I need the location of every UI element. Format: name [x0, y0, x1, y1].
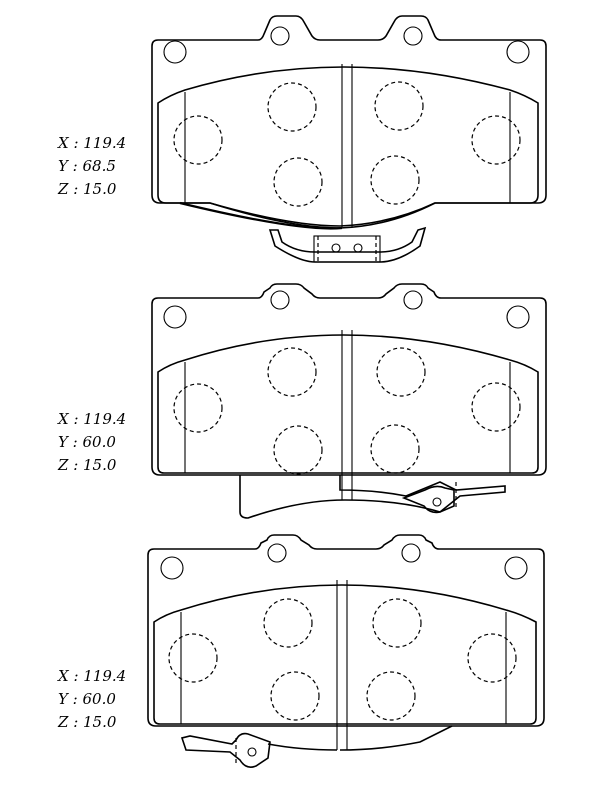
- pad-2-left-mount-hole: [163, 305, 187, 329]
- pad-1-clip-plate: [313, 235, 381, 263]
- pad-3-piston-mark: [467, 633, 517, 683]
- pad-1-piston-mark: [471, 115, 521, 165]
- pad-3-lower-plate: [339, 725, 453, 751]
- pad-1-piston-mark: [370, 155, 420, 205]
- pad-1-backing-plate: [151, 15, 547, 229]
- pad-2-y-dimension: Y : 60.0: [58, 433, 116, 451]
- pad-2-dimensions: X : 119.4 Y : 60.0 Z : 15.0: [58, 408, 126, 477]
- pad-2-right-mount-hole: [506, 305, 530, 329]
- pad-3-z-dimension: Z : 15.0: [58, 713, 117, 731]
- pad-1-clip-rivet: [331, 243, 341, 253]
- pad-1-z-dimension: Z : 15.0: [58, 180, 117, 198]
- pad-1-piston-mark: [267, 82, 317, 132]
- pad-1-left-tab-hole: [270, 26, 290, 46]
- pad-3-right-tab-hole: [401, 543, 421, 563]
- pad-1-wear-indicator-clip: [268, 226, 427, 263]
- pad-3-left-tab-hole: [267, 543, 287, 563]
- brake-pad-1: [151, 15, 547, 263]
- pad-1-piston-mark: [374, 81, 424, 131]
- pad-2-left-tab-hole: [270, 290, 290, 310]
- pad-3-dimensions: X : 119.4 Y : 60.0 Z : 15.0: [58, 665, 126, 734]
- pad-1-y-dimension: Y : 68.5: [58, 157, 116, 175]
- pad-2-wear-indicator: [401, 485, 455, 514]
- pad-2-piston-mark: [370, 424, 420, 474]
- pad-3-piston-mark: [366, 671, 416, 721]
- pad-3-y-dimension: Y : 60.0: [58, 690, 116, 708]
- pad-3-right-mount-hole: [504, 556, 528, 580]
- pad-1-x-dimension: X : 119.4: [58, 134, 127, 152]
- pad-3-x-dimension: X : 119.4: [58, 667, 127, 685]
- pad-3-friction-material: [153, 584, 537, 725]
- pad-3-lower-plate-left: [267, 743, 338, 751]
- pad-1-piston-mark: [273, 157, 323, 207]
- pad-1-bottom-edge: [179, 201, 343, 230]
- pad-3-indicator-rivet: [247, 747, 257, 757]
- pad-3-left-mount-hole: [160, 556, 184, 580]
- pad-3-piston-mark: [372, 598, 422, 648]
- pad-1-right-mount-hole: [506, 40, 530, 64]
- pad-3-piston-mark: [263, 598, 313, 648]
- pad-2-piston-mark: [376, 347, 426, 397]
- brake-pad-2: [151, 283, 547, 519]
- pad-3-piston-mark: [270, 671, 320, 721]
- pad-1-clip-rivet: [353, 243, 363, 253]
- pad-2-friction-material: [157, 334, 539, 474]
- pad-3-backing-plate: [147, 534, 545, 727]
- pad-2-x-dimension: X : 119.4: [58, 410, 127, 428]
- brake-pad-3: [147, 534, 545, 768]
- pad-2-piston-mark: [267, 347, 317, 397]
- pad-3-wear-indicator: [180, 732, 271, 768]
- pad-2-right-tab-hole: [403, 290, 423, 310]
- pad-2-z-dimension: Z : 15.0: [58, 456, 117, 474]
- pad-1-dimensions: X : 119.4 Y : 68.5 Z : 15.0: [58, 132, 126, 201]
- pad-2-piston-mark: [173, 383, 223, 433]
- pad-2-indicator-rivet: [432, 497, 442, 507]
- pad-2-piston-mark: [273, 425, 323, 475]
- pad-2-piston-mark: [471, 382, 521, 432]
- pad-1-left-mount-hole: [163, 40, 187, 64]
- pad-1-piston-mark: [173, 115, 223, 165]
- pad-1-right-tab-hole: [403, 26, 423, 46]
- pad-2-lower-plate: [239, 475, 506, 519]
- pad-2-backing-plate: [151, 283, 547, 476]
- pad-1-friction-material: [157, 66, 539, 227]
- pad-3-piston-mark: [168, 633, 218, 683]
